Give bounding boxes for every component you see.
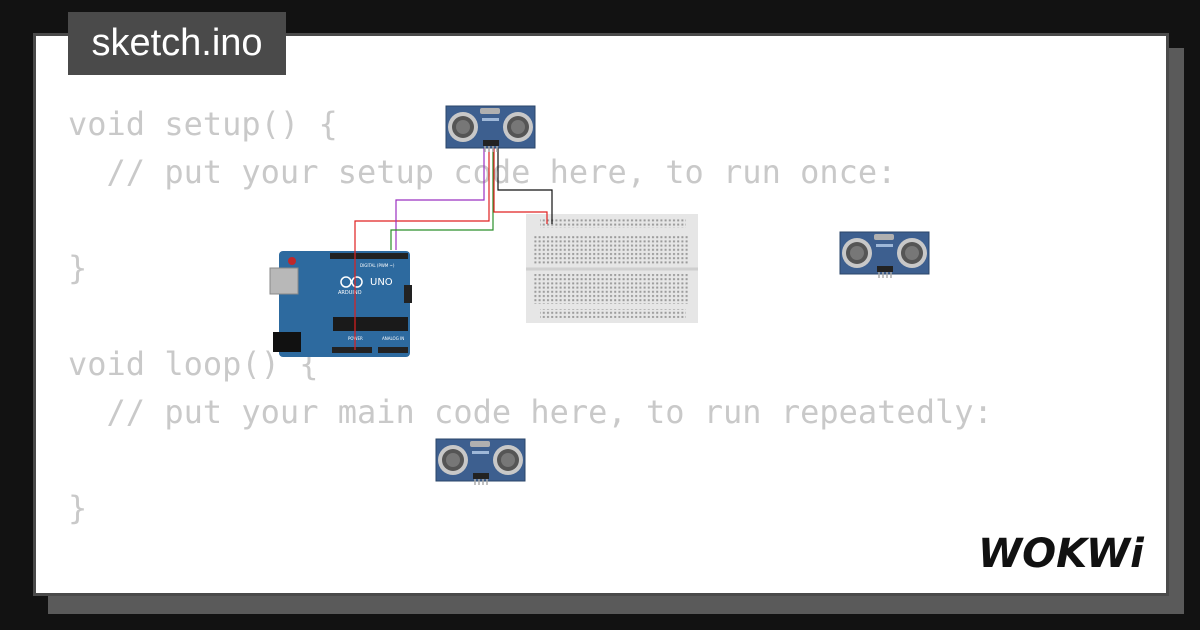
arduino-model-label: UNO bbox=[370, 277, 393, 288]
ultrasonic-sensor-right[interactable] bbox=[839, 231, 930, 279]
arduino-digital-label: DIGITAL (PWM ~) bbox=[360, 263, 395, 268]
code-line: // put your setup code here, to run once… bbox=[68, 153, 897, 191]
file-name-tab[interactable]: sketch.ino bbox=[68, 12, 286, 75]
code-line: void setup() { bbox=[68, 105, 338, 143]
wokwi-logo: WOKWi bbox=[978, 531, 1145, 577]
ultrasonic-sensor-top[interactable] bbox=[445, 105, 536, 153]
arduino-analog-label: ANALOG IN bbox=[382, 336, 404, 341]
arduino-uno-board[interactable] bbox=[269, 251, 412, 357]
ultrasonic-sensor-bottom[interactable] bbox=[435, 438, 526, 486]
wokwi-logo-text: WOKWi bbox=[978, 531, 1145, 577]
code-line: // put your main code here, to run repea… bbox=[68, 393, 993, 431]
arduino-maker-label: ARDUINO bbox=[338, 290, 362, 296]
code-editor: void setup() { // put your setup code he… bbox=[68, 100, 993, 532]
code-line: } bbox=[68, 249, 88, 287]
wires bbox=[354, 147, 553, 350]
breadboard[interactable] bbox=[526, 214, 698, 323]
code-line: } bbox=[68, 489, 88, 527]
